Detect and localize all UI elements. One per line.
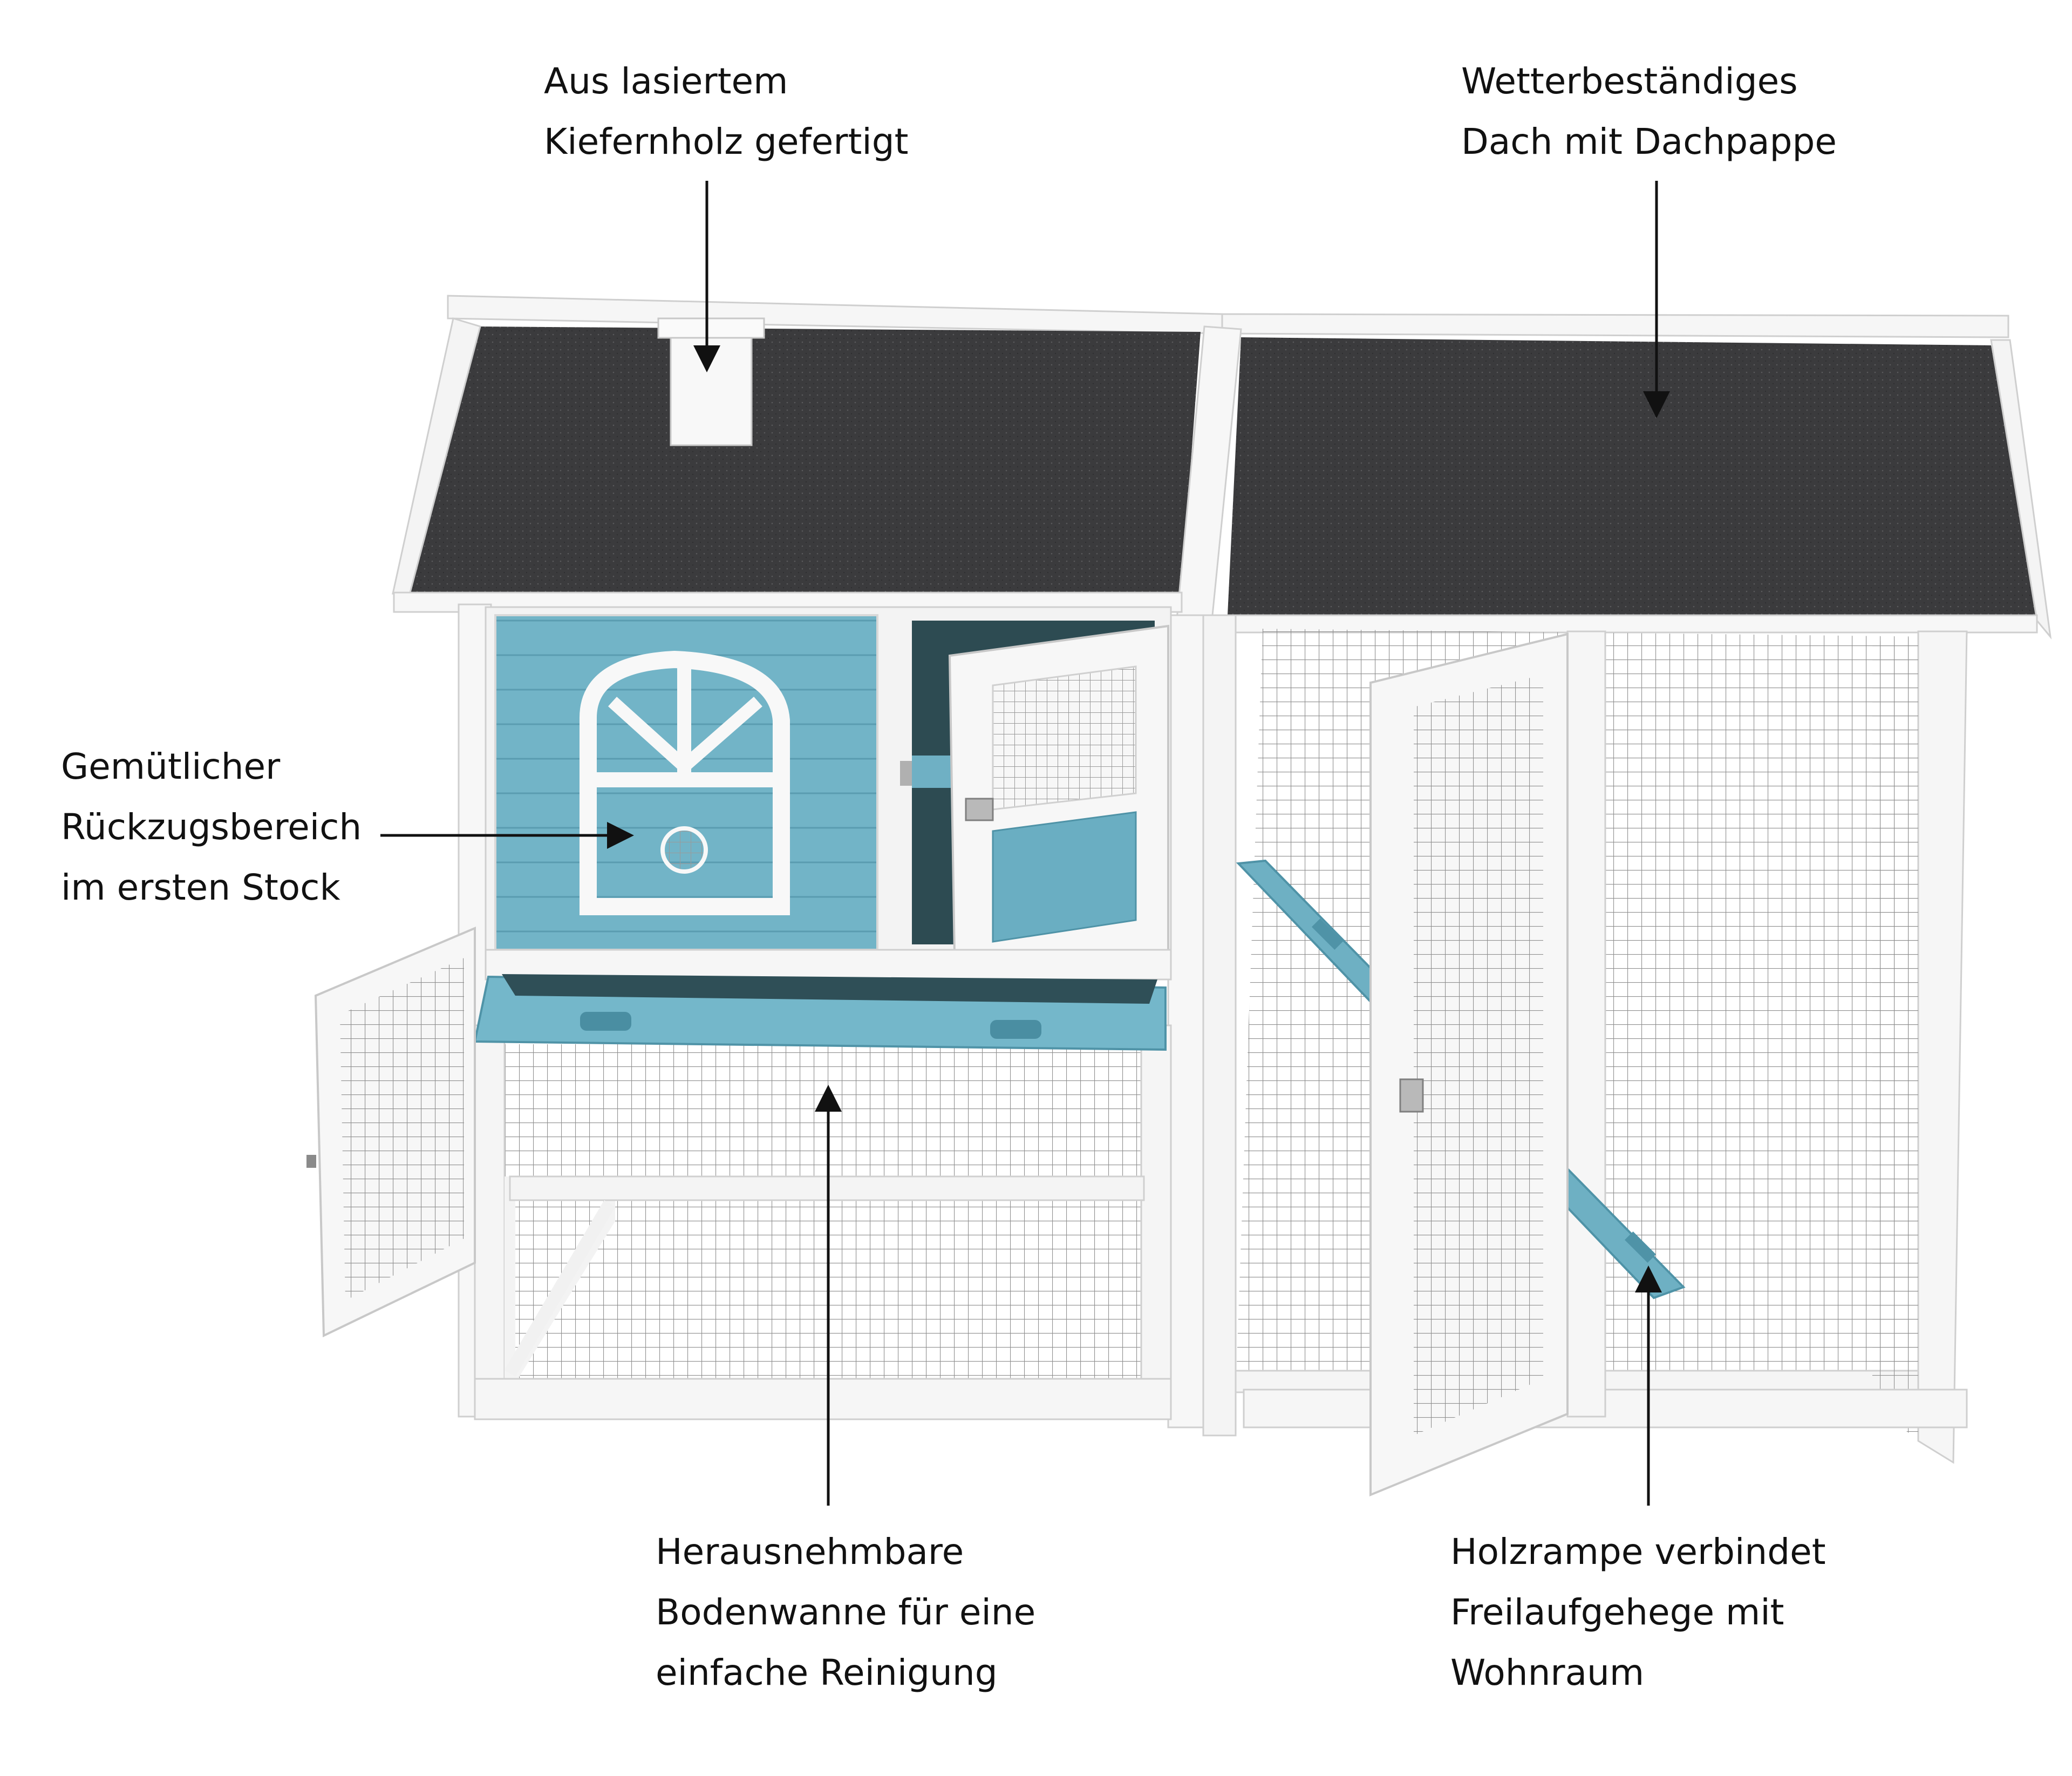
callout-line: Wohnraum (1450, 1652, 1645, 1693)
callout-wood-material: Aus lasiertem Kiefernholz gefertigt (544, 51, 909, 172)
coop-house (458, 603, 1237, 1437)
roof (392, 295, 2052, 639)
chimney (670, 323, 753, 446)
callout-line: Bodenwanne für eine (656, 1591, 1036, 1633)
callout-line: Rückzugsbereich (61, 806, 362, 848)
callout-line: Herausnehmbare (656, 1531, 964, 1573)
house-door-open (900, 624, 1169, 989)
callout-roof: Wetterbeständiges Dach mit Dachpappe (1461, 51, 1837, 172)
callout-line: einfache Reinigung (656, 1652, 998, 1693)
callout-arrows (380, 181, 1670, 1506)
callout-line: Aus lasiertem (544, 60, 788, 102)
callout-line: Holzrampe verbindet (1450, 1531, 1826, 1573)
callout-retreat-area: Gemütlicher Rückzugsbereich im ersten St… (61, 737, 362, 918)
run-door-open (1369, 632, 1569, 1496)
roof-panel-right (1228, 337, 2037, 621)
callout-line: Kiefernholz gefertigt (544, 121, 909, 162)
callout-line: Wetterbeständiges (1461, 60, 1798, 102)
entry-hole (660, 826, 708, 874)
callout-line: Freilaufgehege mit (1450, 1591, 1784, 1633)
decorative-window (580, 650, 790, 915)
callout-wooden-ramp: Holzrampe verbindet Freilaufgehege mit W… (1450, 1522, 1826, 1703)
callout-line: im ersten Stock (61, 867, 340, 908)
side-door-left (306, 926, 476, 1338)
removable-tray (473, 974, 1167, 1051)
callout-removable-tray: Herausnehmbare Bodenwanne für eine einfa… (656, 1522, 1035, 1703)
callout-line: Dach mit Dachpappe (1461, 121, 1837, 162)
callout-line: Gemütlicher (61, 746, 281, 787)
roof-panel-left (410, 326, 1201, 599)
outdoor-run-right (1235, 629, 1968, 1464)
lower-run-left (474, 1024, 1172, 1420)
